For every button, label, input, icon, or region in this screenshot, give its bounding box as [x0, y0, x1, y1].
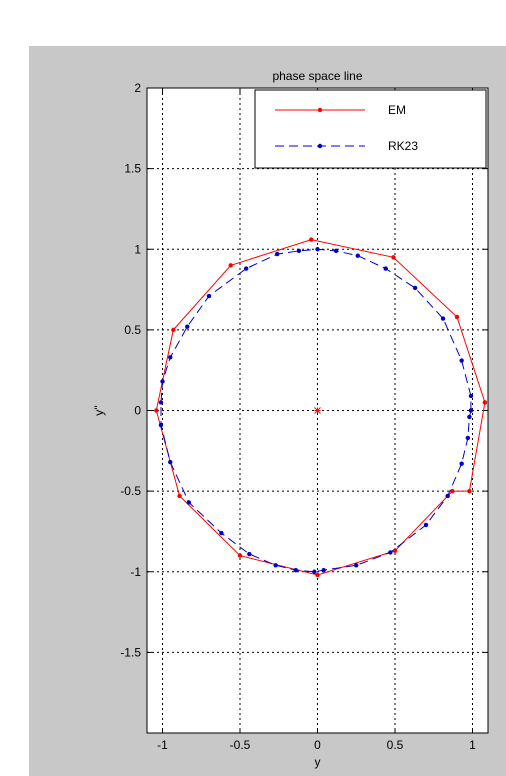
legend: EM RK23	[254, 89, 487, 169]
data-point	[454, 314, 460, 320]
y-tick-label: 1	[134, 242, 141, 256]
legend-box	[254, 89, 487, 169]
data-point	[383, 266, 388, 271]
y-tick-label: 1.5	[124, 162, 141, 176]
y-axis-label: y''	[92, 405, 106, 416]
data-point	[158, 400, 164, 405]
data-point	[467, 488, 472, 494]
data-point	[423, 522, 429, 528]
legend-marker	[317, 143, 323, 149]
data-point	[309, 237, 314, 242]
data-point	[247, 551, 252, 557]
data-point	[391, 255, 396, 260]
data-point	[450, 488, 455, 494]
data-point	[171, 327, 176, 333]
data-point	[354, 563, 359, 568]
data-point	[237, 553, 243, 558]
data-point	[459, 461, 464, 466]
legend-label-em: EM	[388, 103, 406, 117]
y-tick-label: -1	[130, 565, 141, 579]
data-point	[412, 285, 418, 291]
data-point	[244, 266, 249, 271]
data-point	[160, 379, 165, 384]
data-point	[388, 550, 393, 555]
plot-svg: -1 -0.5 0 0.5 1 -1.5 -1 -0.5 0 0.5 1 1.5 2 phase spa…	[92, 69, 489, 769]
data-point	[459, 358, 464, 363]
data-point	[168, 459, 173, 465]
data-point	[219, 530, 224, 536]
data-point	[468, 393, 474, 399]
x-tick-label: 0	[314, 738, 321, 752]
y-tick-label: 2	[134, 81, 141, 95]
legend-marker	[317, 107, 323, 113]
data-point	[186, 500, 192, 505]
data-point	[312, 569, 317, 574]
data-point	[468, 408, 474, 413]
data-point	[440, 316, 446, 321]
x-tick-label: -1	[157, 738, 168, 752]
chart-title: phase space line	[272, 69, 362, 83]
data-point	[228, 263, 233, 268]
figure-window: -1 -0.5 0 0.5 1 -1.5 -1 -0.5 0 0.5 1 1.5 2 phase spa…	[29, 46, 506, 776]
data-point	[467, 414, 472, 420]
x-tick-label: 0.5	[387, 738, 404, 752]
legend-label-rk23: RK23	[388, 139, 418, 153]
data-point	[293, 567, 298, 573]
data-point	[168, 355, 173, 360]
series-line-rk23	[160, 248, 472, 573]
data-point	[315, 247, 320, 252]
data-point	[177, 493, 182, 499]
series-layer	[154, 237, 488, 578]
data-point	[321, 567, 326, 573]
origin-marker	[314, 407, 321, 414]
y-tick-label: 0.5	[124, 323, 141, 337]
x-tick-label: 1	[469, 738, 476, 752]
data-point	[482, 400, 488, 405]
data-point	[206, 293, 212, 299]
data-point	[154, 408, 159, 413]
data-point	[445, 493, 450, 499]
data-point	[158, 422, 164, 428]
y-tick-label: 0	[134, 404, 141, 418]
data-point	[465, 435, 471, 441]
tick-layer: -1 -0.5 0 0.5 1 -1.5 -1 -0.5 0 0.5 1 1.5 2	[120, 81, 488, 752]
data-point	[355, 253, 360, 258]
x-axis-label: y	[315, 755, 321, 769]
data-point	[333, 248, 339, 254]
data-point	[315, 572, 320, 578]
x-tick-label: -0.5	[230, 738, 251, 752]
data-point	[273, 563, 278, 568]
data-point	[296, 248, 302, 254]
data-point	[275, 251, 280, 257]
data-point	[185, 324, 190, 329]
y-tick-label: -0.5	[120, 484, 141, 498]
y-tick-label: -1.5	[120, 645, 141, 659]
marker-stroke	[314, 407, 321, 414]
data-point	[392, 548, 398, 553]
